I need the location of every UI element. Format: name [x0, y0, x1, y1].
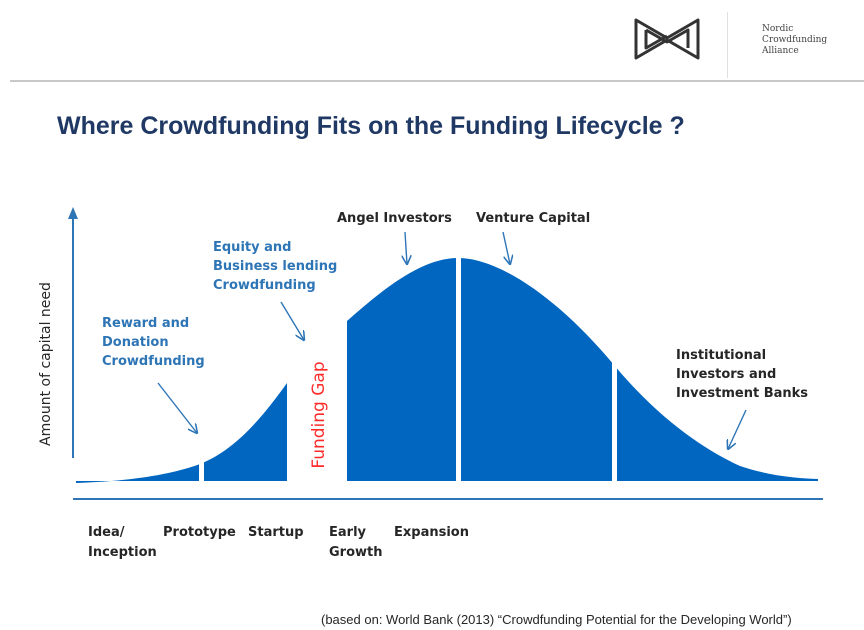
institutional-arrow — [728, 409, 747, 449]
curve-early-stage — [76, 383, 287, 483]
stage-divider-3 — [612, 350, 617, 484]
stage-expansion: Expansion — [394, 525, 469, 540]
stage-divider-2 — [456, 250, 461, 484]
venture-capital-label: Venture Capital — [476, 211, 591, 226]
nordic-crowdfunding-alliance-logo-icon — [634, 18, 700, 60]
angel-arrow — [405, 231, 407, 264]
funding-gap-label: Funding Gap — [309, 361, 329, 469]
logo-divider — [727, 12, 728, 78]
reward-crowdfunding-label: Reward and Donation Crowdfunding — [102, 316, 205, 369]
y-axis-arrowhead — [68, 207, 78, 219]
institutional-investors-label: Institutional Investors and Investment B… — [676, 348, 809, 401]
venture-arrow — [502, 231, 510, 264]
equity-crowdfunding-label: Equity and Business lending Crowdfunding — [213, 240, 338, 293]
brand-name: Nordic Crowdfunding Alliance — [762, 24, 828, 56]
header-divider — [10, 80, 864, 82]
stage-idea-inception: Idea/ Inception — [88, 525, 157, 560]
source-note: (based on: World Bank (2013) “Crowdfundi… — [321, 612, 792, 627]
stage-early-growth: Early Growth — [329, 525, 383, 560]
page-title: Where Crowdfunding Fits on the Funding L… — [57, 112, 685, 140]
header-bar — [0, 0, 864, 82]
equity-arrow — [280, 301, 304, 340]
stage-prototype: Prototype — [163, 525, 236, 540]
stage-divider-1 — [199, 440, 204, 484]
angel-investors-label: Angel Investors — [337, 211, 452, 226]
reward-arrow — [157, 382, 197, 433]
stage-startup: Startup — [248, 525, 304, 540]
curve-late-stage — [347, 258, 818, 481]
y-axis-label: Amount of capital need — [38, 282, 54, 446]
